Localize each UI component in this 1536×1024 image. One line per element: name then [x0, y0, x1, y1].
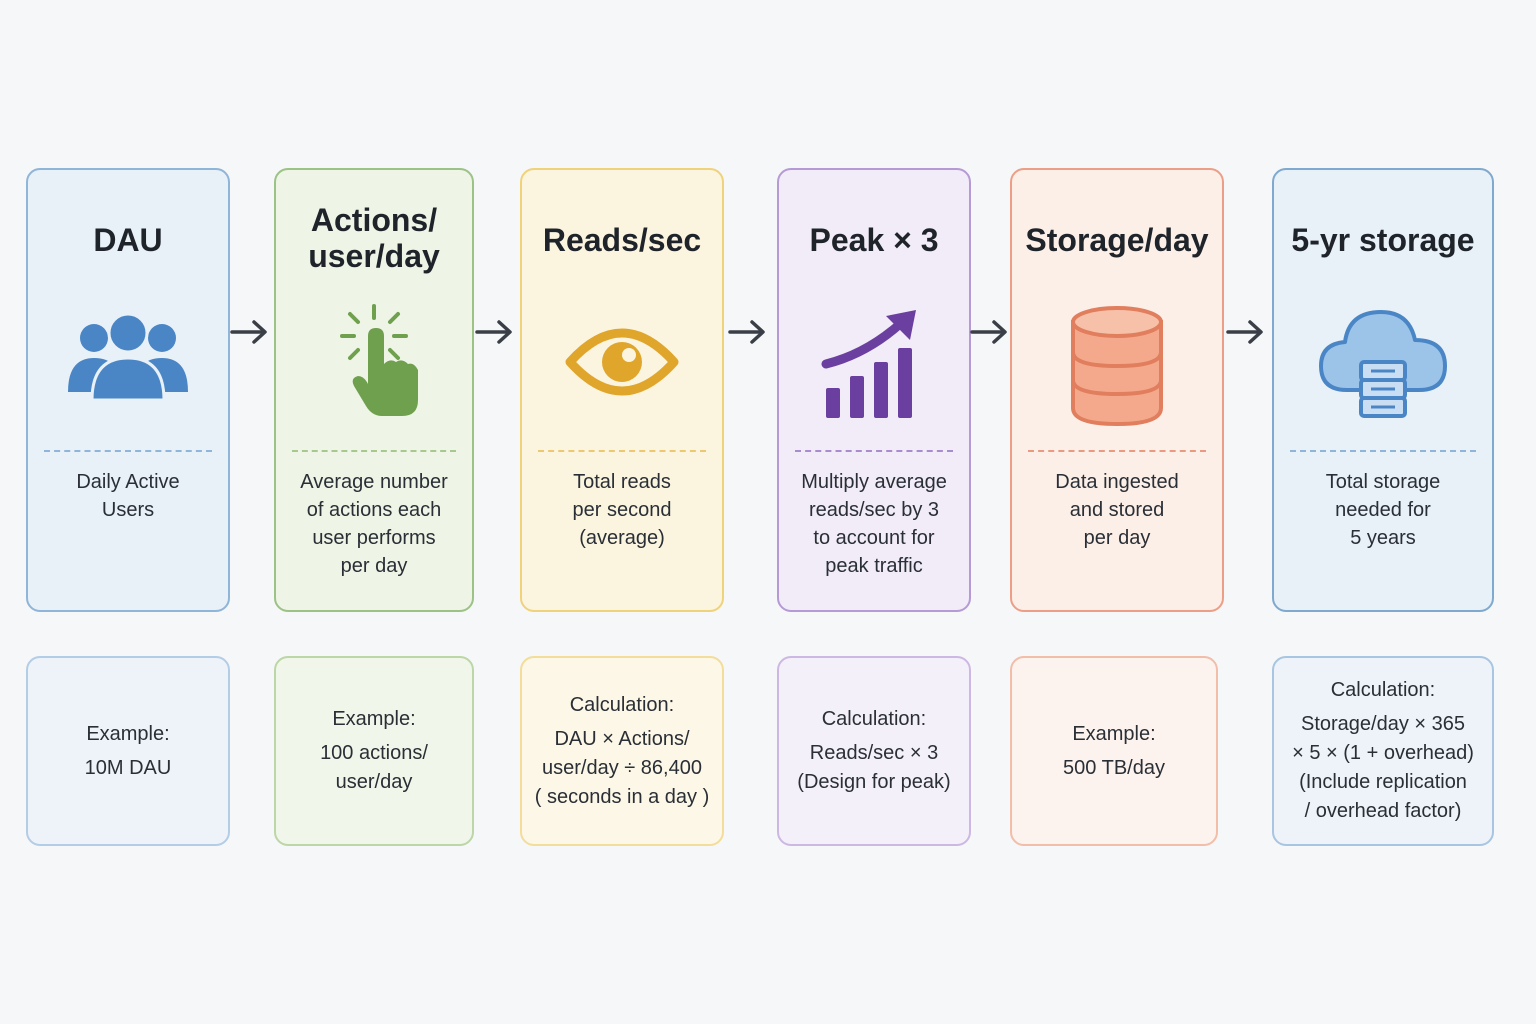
calculation-card-five-year-storage: Calculation: Storage/day × 365 × 5 × (1 … — [1272, 656, 1494, 846]
arrow-right-icon — [230, 316, 270, 348]
note-line: 10M DAU — [84, 756, 172, 779]
desc-line: user performs — [312, 527, 436, 549]
arrow-right-icon — [475, 316, 515, 348]
note-heading: Calculation: — [1330, 679, 1436, 701]
note-heading: Example: — [1072, 722, 1156, 745]
desc-line: Total storage — [1325, 471, 1441, 493]
example-card-storage-day: Example: 500 TB/day — [1010, 656, 1218, 846]
desc-line: and stored — [1069, 499, 1165, 521]
desc-line: per second — [572, 499, 672, 521]
desc-line: Total reads — [573, 471, 671, 493]
note-line: 500 TB/day — [1063, 756, 1165, 779]
stage-description: Multiply average reads/sec by 3 to accou… — [787, 468, 961, 580]
note-line: DAU × Actions/ — [554, 727, 690, 750]
desc-line: Daily Active — [76, 471, 180, 493]
tap-hand-icon — [304, 300, 444, 430]
stage-title-line: Peak × 3 — [809, 222, 939, 258]
example-card-actions: Example: 100 actions/ user/day — [274, 656, 474, 846]
stage-description: Daily Active Users — [36, 468, 220, 524]
desc-line: needed for — [1335, 499, 1431, 521]
stage-card-peak: Peak × 3 Multiply average reads/sec by 3… — [777, 168, 971, 612]
desc-line: per day — [340, 555, 408, 577]
stage-description: Total storage needed for 5 years — [1282, 468, 1484, 552]
arrow-right-icon — [728, 316, 768, 348]
desc-line: reads/sec by 3 — [808, 499, 940, 521]
stage-card-reads: Reads/sec Total reads per second (averag… — [520, 168, 724, 612]
note-line: (Include replication — [1299, 771, 1467, 793]
database-icon — [1047, 300, 1187, 430]
desc-line: to account for — [813, 527, 935, 549]
cloud-server-icon — [1313, 300, 1453, 430]
arrow-right-icon — [970, 316, 1010, 348]
stage-title: DAU — [28, 222, 228, 258]
note-heading: Example: — [86, 722, 170, 745]
stage-title: Reads/sec — [522, 222, 722, 258]
calculation-card-peak: Calculation: Reads/sec × 3 (Design for p… — [777, 656, 971, 846]
stage-title-line: Reads/sec — [542, 222, 702, 258]
example-card-dau: Example: 10M DAU — [26, 656, 230, 846]
divider — [1028, 450, 1206, 452]
note-line: / overhead factor) — [1304, 800, 1462, 822]
stage-title-line: Storage/day — [1025, 222, 1209, 258]
stage-title-line: user/day — [308, 238, 440, 274]
desc-line: Average number — [300, 471, 448, 493]
stage-card-dau: DAU Daily Active Users — [26, 168, 230, 612]
stage-title-line: Actions/ — [310, 202, 438, 238]
stage-card-storage-day: Storage/day Data ingested and stored per… — [1010, 168, 1224, 612]
note-heading: Example: — [332, 708, 416, 730]
stage-title: Peak × 3 — [779, 222, 969, 258]
stage-title: Storage/day — [1012, 222, 1222, 258]
desc-line: per day — [1083, 527, 1151, 549]
stage-card-five-year-storage: 5-yr storage Total storage needed for 5 … — [1272, 168, 1494, 612]
note-line: Storage/day × 365 — [1300, 713, 1465, 735]
stage-title-line: 5-yr storage — [1291, 222, 1475, 258]
users-icon — [58, 300, 198, 430]
stage-description: Average number of actions each user perf… — [284, 468, 464, 580]
note-heading: Calculation: — [569, 693, 675, 716]
stage-title: 5-yr storage — [1274, 222, 1492, 258]
divider — [538, 450, 706, 452]
note-line: 100 actions/ — [320, 742, 428, 764]
divider — [44, 450, 212, 452]
stage-card-actions: Actions/ user/day Average number of acti… — [274, 168, 474, 612]
calculation-card-reads: Calculation: DAU × Actions/ user/day ÷ 8… — [520, 656, 724, 846]
stage-title: Actions/ user/day — [276, 202, 472, 274]
stage-title-line: DAU — [93, 222, 163, 258]
note-line: ( seconds in a day ) — [534, 785, 710, 808]
note-line: × 5 × (1 + overhead) — [1292, 742, 1474, 764]
note-heading: Calculation: — [821, 708, 927, 730]
desc-line: Multiply average — [801, 471, 947, 493]
eye-icon — [552, 300, 692, 430]
desc-line: peak traffic — [825, 555, 923, 577]
desc-line: 5 years — [1350, 527, 1416, 549]
note-line: (Design for peak) — [797, 771, 951, 793]
desc-line: Data ingested — [1055, 471, 1179, 493]
note-line: Reads/sec × 3 — [809, 742, 939, 764]
divider — [1290, 450, 1476, 452]
note-line: user/day — [335, 771, 413, 793]
desc-line: Users — [101, 499, 155, 521]
arrow-right-icon — [1226, 316, 1266, 348]
desc-line: of actions each — [306, 499, 442, 521]
growth-chart-icon — [804, 300, 944, 430]
note-line: user/day ÷ 86,400 — [542, 756, 702, 779]
divider — [795, 450, 953, 452]
stage-description: Total reads per second (average) — [530, 468, 714, 552]
stage-description: Data ingested and stored per day — [1020, 468, 1214, 552]
divider — [292, 450, 456, 452]
desc-line: (average) — [579, 527, 665, 549]
